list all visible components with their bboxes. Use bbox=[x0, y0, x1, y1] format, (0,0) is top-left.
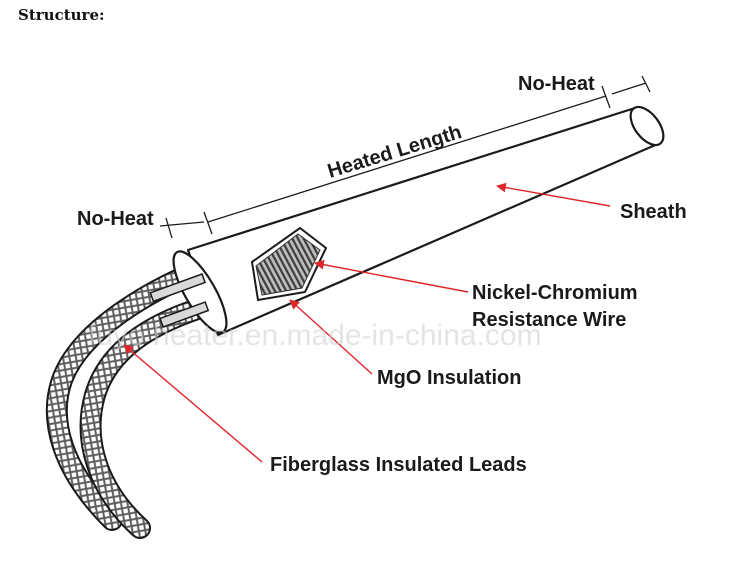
label-wire-line2: Resistance Wire bbox=[472, 309, 626, 331]
terminal-lower bbox=[159, 301, 210, 328]
leads-arrow bbox=[123, 344, 263, 463]
heater-sheath bbox=[149, 105, 665, 337]
watermark: fuyo heater.en.made-in-china.com bbox=[88, 319, 542, 352]
resistance-coil bbox=[255, 233, 321, 296]
no-heat-top-dimension bbox=[611, 82, 647, 95]
dimension-lines bbox=[159, 75, 651, 239]
wire-arrow bbox=[314, 259, 469, 293]
terminal-upper bbox=[149, 273, 207, 303]
label-leads: Fiberglass Insulated Leads bbox=[270, 454, 527, 476]
no-heat-left-dimension bbox=[159, 221, 205, 227]
mgo-arrow bbox=[289, 299, 373, 375]
sheath-open-end bbox=[172, 250, 228, 334]
callout-arrows bbox=[123, 182, 611, 463]
sheath-arrow bbox=[496, 182, 611, 207]
label-sheath: Sheath bbox=[620, 201, 687, 223]
sheath-end-cap bbox=[629, 105, 665, 147]
label-no-heat-left: No-Heat bbox=[77, 208, 154, 230]
label-mgo: MgO Insulation bbox=[377, 367, 521, 389]
heated-length-dimension bbox=[207, 95, 607, 223]
label-wire-line1: Nickel-Chromium bbox=[472, 282, 638, 304]
label-no-heat-top: No-Heat bbox=[518, 73, 595, 95]
page-title: Structure: bbox=[18, 6, 105, 24]
